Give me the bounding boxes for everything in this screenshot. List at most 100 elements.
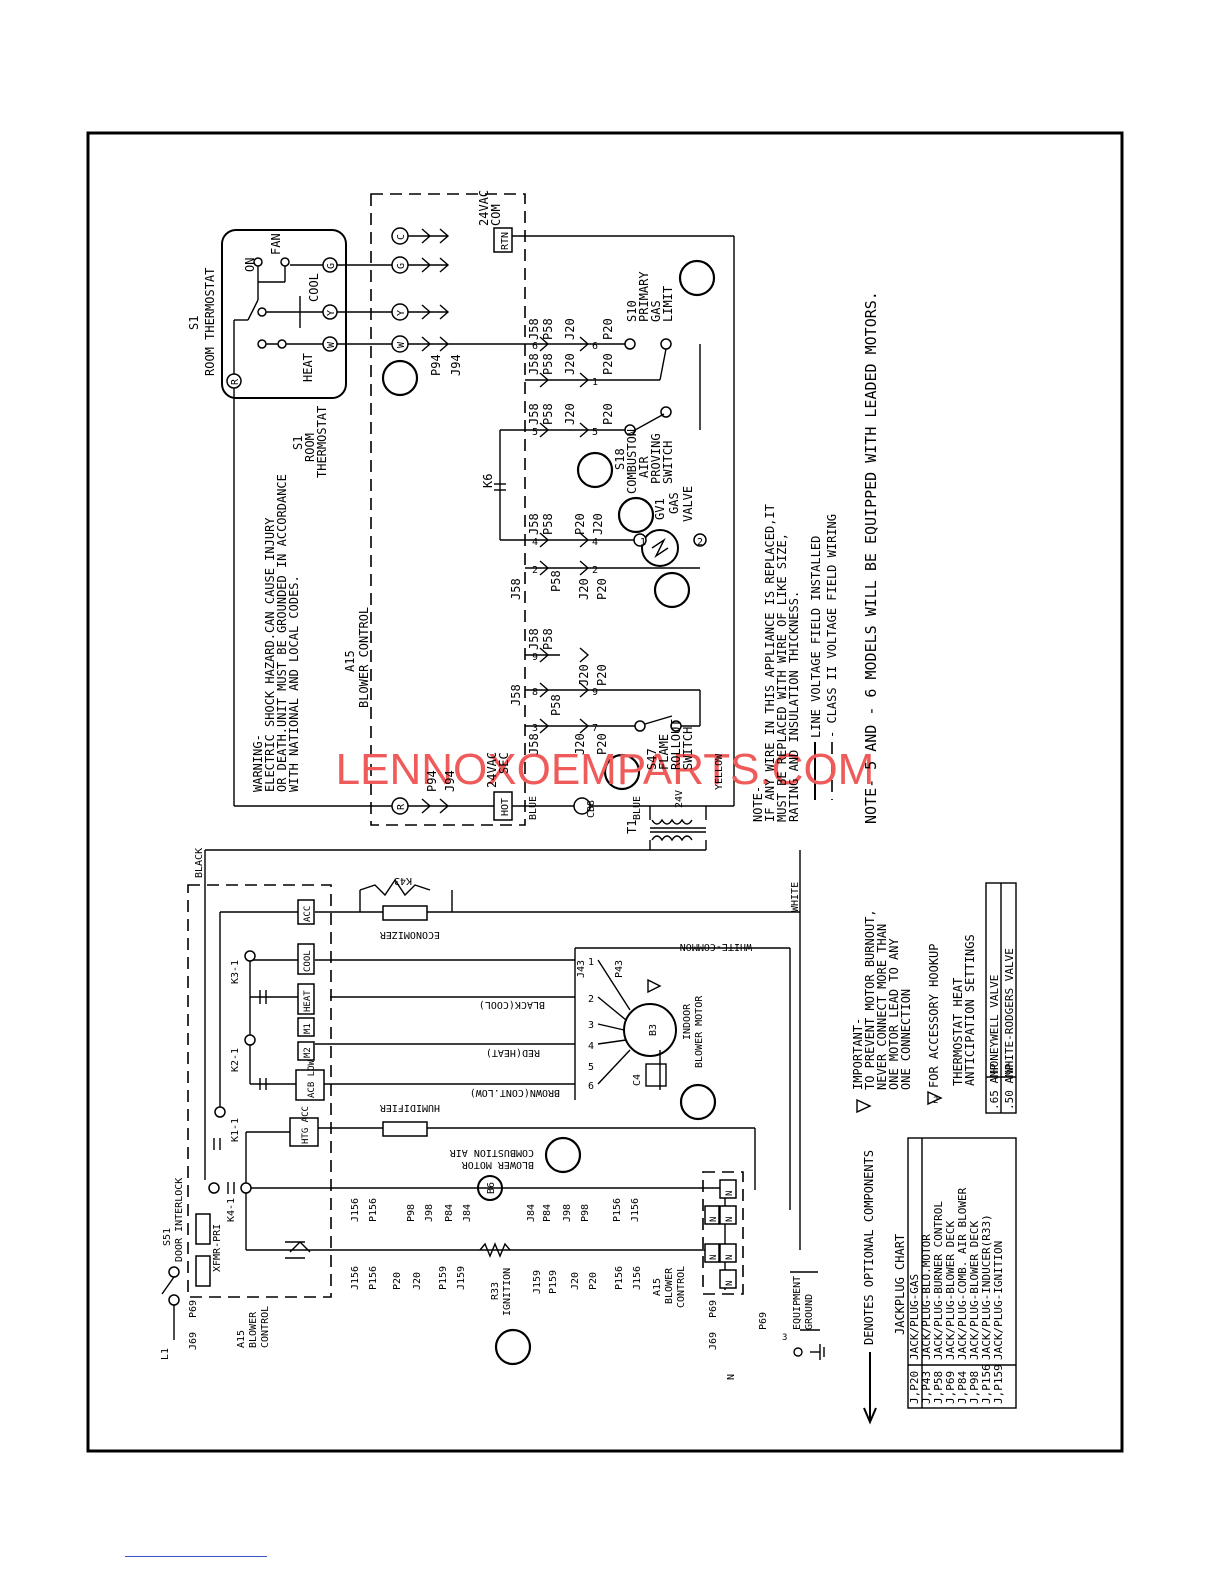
svg-text:.65 AMP: .65 AMP bbox=[988, 1063, 1001, 1110]
optional-component-markers bbox=[381, 259, 717, 1366]
combustion-blower-motor bbox=[477, 1175, 503, 1201]
svg-text:P43: P43 bbox=[614, 960, 625, 978]
gas-pin-arrows bbox=[539, 336, 590, 734]
svg-text:J20: J20 bbox=[563, 403, 577, 425]
svg-text:K1-1: K1-1 bbox=[230, 1118, 241, 1142]
thermostat-contact bbox=[277, 339, 287, 349]
svg-text:IGNITION: IGNITION bbox=[502, 1268, 513, 1316]
svg-text:JACK/PLUG-INDUCER(R33): JACK/PLUG-INDUCER(R33) bbox=[980, 1214, 993, 1360]
control-term-cool bbox=[297, 943, 315, 975]
svg-text:BLACK: BLACK bbox=[194, 848, 205, 878]
svg-text:Y: Y bbox=[396, 310, 407, 316]
svg-text:EQUIPMENT: EQUIPMENT bbox=[792, 1276, 803, 1330]
svg-text:THERMOSTAT: THERMOSTAT bbox=[315, 406, 329, 478]
svg-text:6: 6 bbox=[532, 341, 538, 352]
svg-text:N: N bbox=[726, 1374, 737, 1380]
svg-text:4: 4 bbox=[592, 537, 598, 548]
warning-triangle-2 bbox=[856, 1098, 872, 1114]
svg-text:J,P98: J,P98 bbox=[968, 1371, 981, 1404]
svg-text:J20: J20 bbox=[563, 318, 577, 340]
control-term-htg-acc bbox=[289, 1117, 319, 1147]
svg-text:FAN: FAN bbox=[269, 233, 283, 255]
legend-line-voltage: LINE VOLTAGE FIELD INSTALLED bbox=[809, 536, 823, 738]
svg-text:P98: P98 bbox=[406, 1204, 417, 1222]
svg-text:WHITE-COMMON: WHITE-COMMON bbox=[680, 941, 752, 952]
svg-text:COM: COM bbox=[489, 204, 503, 226]
svg-text:BLACK(COOL): BLACK(COOL) bbox=[479, 999, 545, 1010]
svg-text:TO PREVENT MOTOR BURNOUT,: TO PREVENT MOTOR BURNOUT, bbox=[863, 909, 877, 1090]
svg-text:P69: P69 bbox=[188, 1300, 199, 1318]
svg-text:J156: J156 bbox=[350, 1266, 361, 1290]
svg-text:J20: J20 bbox=[570, 1272, 581, 1290]
svg-text:BLUE: BLUE bbox=[632, 796, 643, 820]
circuit-breaker-cb8 bbox=[573, 797, 591, 815]
control-term-m2 bbox=[297, 1041, 315, 1061]
svg-text:S1: S1 bbox=[187, 316, 201, 330]
svg-text:24V: 24V bbox=[674, 790, 685, 808]
svg-text:WHITE: WHITE bbox=[790, 882, 801, 912]
gas-pin-rows bbox=[499, 343, 734, 807]
svg-text:BLOWER: BLOWER bbox=[664, 1267, 675, 1304]
svg-text:ACB LOW: ACB LOW bbox=[307, 1059, 317, 1098]
svg-text:9: 9 bbox=[532, 652, 538, 663]
svg-text:S51: S51 bbox=[162, 1228, 173, 1246]
svg-text:2: 2 bbox=[592, 565, 598, 576]
svg-text:R33: R33 bbox=[490, 1282, 501, 1300]
svg-text:P58: P58 bbox=[541, 318, 555, 340]
svg-text:R: R bbox=[230, 378, 241, 385]
svg-text:HUMIDIFIER: HUMIDIFIER bbox=[379, 1102, 440, 1113]
svg-text:P58: P58 bbox=[549, 570, 563, 592]
svg-text:P69: P69 bbox=[708, 1300, 719, 1318]
svg-text:WITH NATIONAL AND LOCAL CODES.: WITH NATIONAL AND LOCAL CODES. bbox=[287, 575, 301, 792]
important-block: IMPORTANT- TO PREVENT MOTOR BURNOUT, NEV… bbox=[851, 909, 913, 1090]
outer-frame bbox=[86, 131, 1124, 1453]
svg-text:ROLLOUT: ROLLOUT bbox=[669, 719, 683, 770]
bottom-rule bbox=[125, 1556, 267, 1557]
svg-text:BLUE: BLUE bbox=[528, 796, 539, 820]
svg-text:J156: J156 bbox=[350, 1198, 361, 1222]
svg-text:K6: K6 bbox=[481, 474, 495, 488]
svg-text:J58: J58 bbox=[527, 628, 541, 650]
svg-text:P58: P58 bbox=[541, 403, 555, 425]
svg-text:JACK/PLUG-GAS: JACK/PLUG-GAS bbox=[908, 1274, 921, 1360]
svg-text:GAS: GAS bbox=[649, 300, 663, 322]
svg-text:P20: P20 bbox=[595, 578, 609, 600]
svg-text:N: N bbox=[725, 1217, 735, 1222]
svg-text:M2: M2 bbox=[303, 1047, 313, 1058]
svg-text:J20: J20 bbox=[563, 353, 577, 375]
svg-text:J,P84: J,P84 bbox=[956, 1371, 969, 1404]
svg-text:J,P156: J,P156 bbox=[980, 1364, 993, 1404]
svg-text:5: 5 bbox=[588, 1062, 594, 1073]
note-leaded-motors: NOTE- 5 AND - 6 MODELS WILL BE EQUIPPED … bbox=[862, 291, 880, 824]
svg-text:HTG ACC: HTG ACC bbox=[301, 1106, 311, 1144]
svg-text:P58: P58 bbox=[549, 694, 563, 716]
svg-text:1: 1 bbox=[588, 957, 594, 968]
svg-text:J20: J20 bbox=[412, 1272, 423, 1290]
svg-text:ACC: ACC bbox=[303, 906, 313, 922]
equipment-ground bbox=[790, 1271, 825, 1360]
svg-text:J58: J58 bbox=[527, 318, 541, 340]
svg-text:B3: B3 bbox=[648, 1024, 659, 1036]
svg-text:J69: J69 bbox=[708, 1332, 719, 1350]
svg-text:S10: S10 bbox=[625, 300, 639, 322]
transformer-t1 bbox=[649, 806, 707, 850]
svg-text:J20: J20 bbox=[591, 513, 605, 535]
xfmr-primary bbox=[195, 1213, 211, 1245]
svg-text:K3-1: K3-1 bbox=[230, 960, 241, 984]
svg-text:P159: P159 bbox=[438, 1266, 449, 1290]
svg-text:P20: P20 bbox=[595, 733, 609, 755]
svg-text:DOOR INTERLOCK: DOOR INTERLOCK bbox=[174, 1178, 185, 1262]
svg-text:2: 2 bbox=[532, 565, 538, 576]
svg-text:5: 5 bbox=[592, 427, 598, 438]
jackplug-title: JACKPLUG CHART bbox=[893, 1234, 907, 1335]
svg-text:NEVER CONNECT MORE THAN: NEVER CONNECT MORE THAN bbox=[875, 924, 889, 1090]
gas-valve-symbol bbox=[641, 529, 679, 567]
svg-text:2: 2 bbox=[933, 1096, 938, 1106]
warning-triangle-3 bbox=[927, 1090, 943, 1106]
svg-text:P20: P20 bbox=[392, 1272, 403, 1290]
line-voltage-wiring bbox=[204, 849, 801, 1290]
svg-text:2: 2 bbox=[588, 994, 594, 1005]
svg-text:J69: J69 bbox=[188, 1332, 199, 1350]
svg-text:P156: P156 bbox=[368, 1266, 379, 1290]
